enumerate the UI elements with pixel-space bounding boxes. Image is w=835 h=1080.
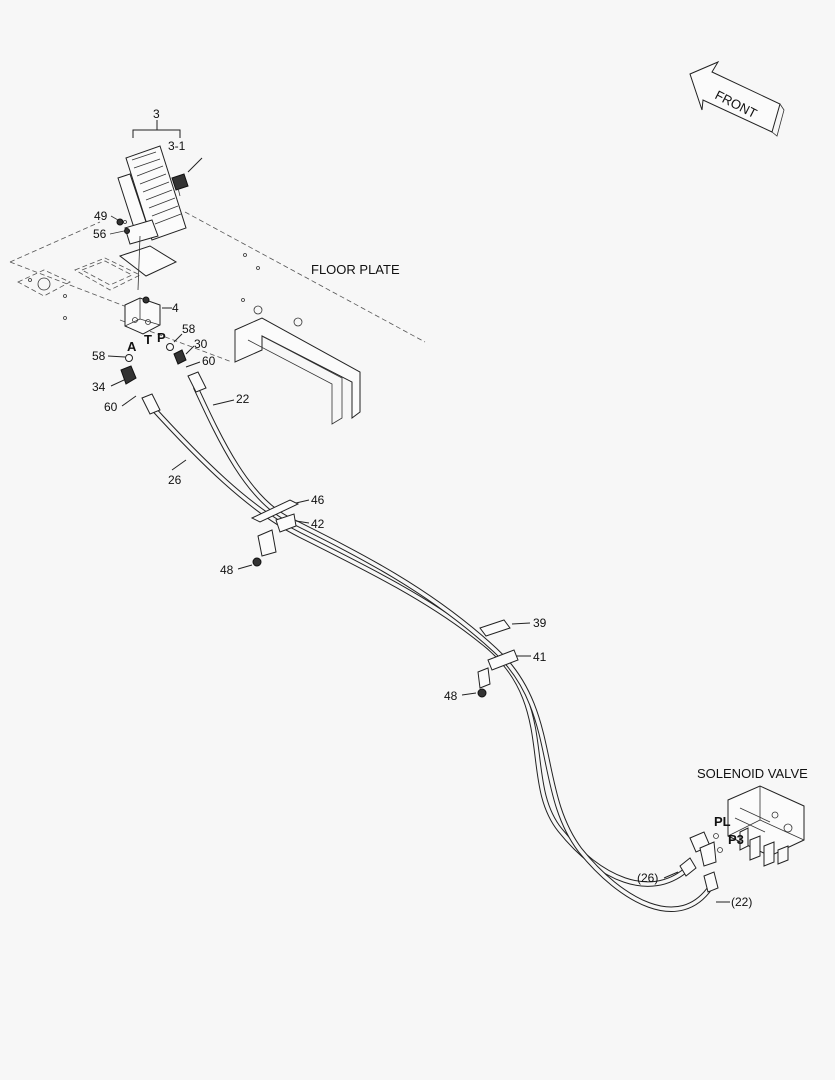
part-60-left-label: 60 bbox=[104, 400, 118, 414]
front-arrow: FRONT bbox=[689, 60, 785, 137]
pilot-valve: 4 A T P bbox=[124, 296, 179, 354]
part-58-right-label: 58 bbox=[182, 322, 196, 336]
port-p3-label: P3 bbox=[728, 832, 744, 847]
port-p-label: P bbox=[157, 330, 166, 345]
ref-26-label: (26) bbox=[637, 871, 658, 885]
port-pl-label: PL bbox=[714, 814, 731, 829]
part-48-bottom-label: 48 bbox=[444, 689, 458, 703]
port-t-label: T bbox=[144, 332, 152, 347]
floor-plate: FLOOR PLATE bbox=[9, 211, 426, 363]
part-22-label: 22 bbox=[236, 392, 250, 406]
solenoid-valve-label: SOLENOID VALVE bbox=[697, 766, 808, 781]
hose-26: 26 (26) bbox=[141, 393, 697, 887]
floor-bracket bbox=[234, 317, 361, 425]
part-42-label: 42 bbox=[311, 517, 325, 531]
pedal-assembly: 3 3-1 49 56 bbox=[93, 107, 203, 291]
part-49-label: 49 bbox=[94, 209, 108, 223]
part-3-1-label: 3-1 bbox=[168, 139, 186, 153]
part-56-label: 56 bbox=[93, 227, 107, 241]
hose-22: 22 (22) bbox=[187, 371, 752, 912]
part-26-label: 26 bbox=[168, 473, 182, 487]
solenoid-valve: SOLENOID VALVE PL P3 bbox=[689, 766, 808, 867]
part-41-label: 41 bbox=[533, 650, 547, 664]
clamp-upper: 46 42 48 bbox=[220, 493, 325, 577]
part-4-label: 4 bbox=[172, 301, 179, 315]
part-39-label: 39 bbox=[533, 616, 547, 630]
ref-22-label: (22) bbox=[731, 895, 752, 909]
floor-plate-label: FLOOR PLATE bbox=[311, 262, 400, 277]
part-60-right-label: 60 bbox=[202, 354, 216, 368]
part-48-top-label: 48 bbox=[220, 563, 234, 577]
part-30-label: 30 bbox=[194, 337, 208, 351]
part-46-label: 46 bbox=[311, 493, 325, 507]
fittings-upper: 58 34 60 58 30 60 bbox=[92, 322, 216, 414]
part-58-left-label: 58 bbox=[92, 349, 106, 363]
port-a-label: A bbox=[127, 339, 137, 354]
clamp-lower: 39 41 48 bbox=[444, 616, 547, 703]
part-34-label: 34 bbox=[92, 380, 106, 394]
part-3-label: 3 bbox=[153, 107, 160, 121]
